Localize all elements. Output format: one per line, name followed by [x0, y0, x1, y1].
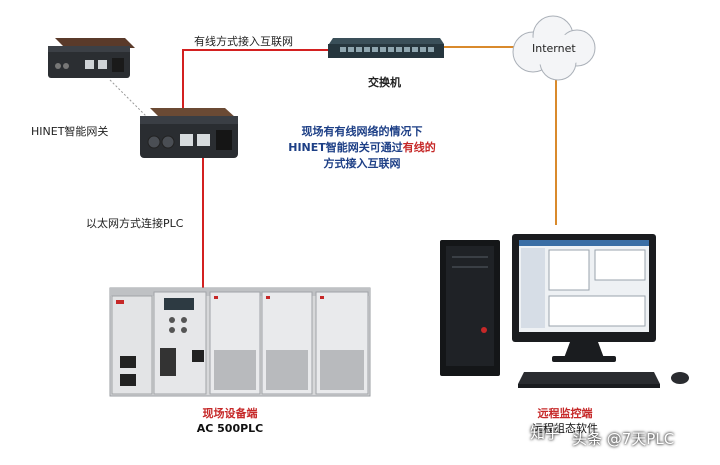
gateway-device-large	[140, 108, 238, 158]
keyboard	[518, 372, 660, 388]
monitor-title: 远程监控端	[537, 407, 593, 420]
wired-link-label: 有线方式接入互联网	[194, 35, 293, 48]
note-line-3: 方式接入互联网	[323, 157, 401, 170]
gateway-callout-line	[109, 79, 149, 119]
plc-caption: 现场设备端 AC 500PLC	[170, 406, 290, 436]
note-line-1: 现场有有线网络的情况下	[301, 125, 423, 138]
plc-rack	[109, 287, 371, 397]
note-line-2-highlight: 有线的	[402, 141, 436, 154]
pc-monitor	[512, 234, 656, 362]
watermark-account: 头条 @7天PLC	[572, 430, 675, 448]
plc-title: 现场设备端	[202, 407, 258, 420]
scenario-note: 现场有有线网络的情况下 HINET智能网关可通过有线的 方式接入互联网	[262, 124, 462, 172]
gateway-label: HINET智能网关	[31, 125, 109, 138]
plc-model: AC 500PLC	[196, 422, 264, 435]
network-switch	[328, 38, 444, 58]
ethernet-link-label: 以太网方式连接PLC	[86, 217, 184, 230]
internet-label: Internet	[532, 42, 576, 55]
gateway-device-small	[48, 38, 135, 78]
pc-tower	[440, 240, 500, 376]
watermark-brand: 知乎	[530, 424, 561, 442]
note-line-2-text: HINET智能网关可通过	[288, 141, 403, 154]
monitor-subtitle: 远程组态软件	[532, 422, 598, 435]
mouse	[671, 372, 689, 384]
wired-cable-to-switch	[182, 49, 330, 130]
internet-cloud-icon	[512, 15, 596, 81]
switch-label: 交换机	[368, 76, 401, 89]
monitor-caption: 远程监控端 远程组态软件	[490, 406, 640, 436]
note-line-2: HINET智能网关可通过有线的	[262, 140, 462, 156]
